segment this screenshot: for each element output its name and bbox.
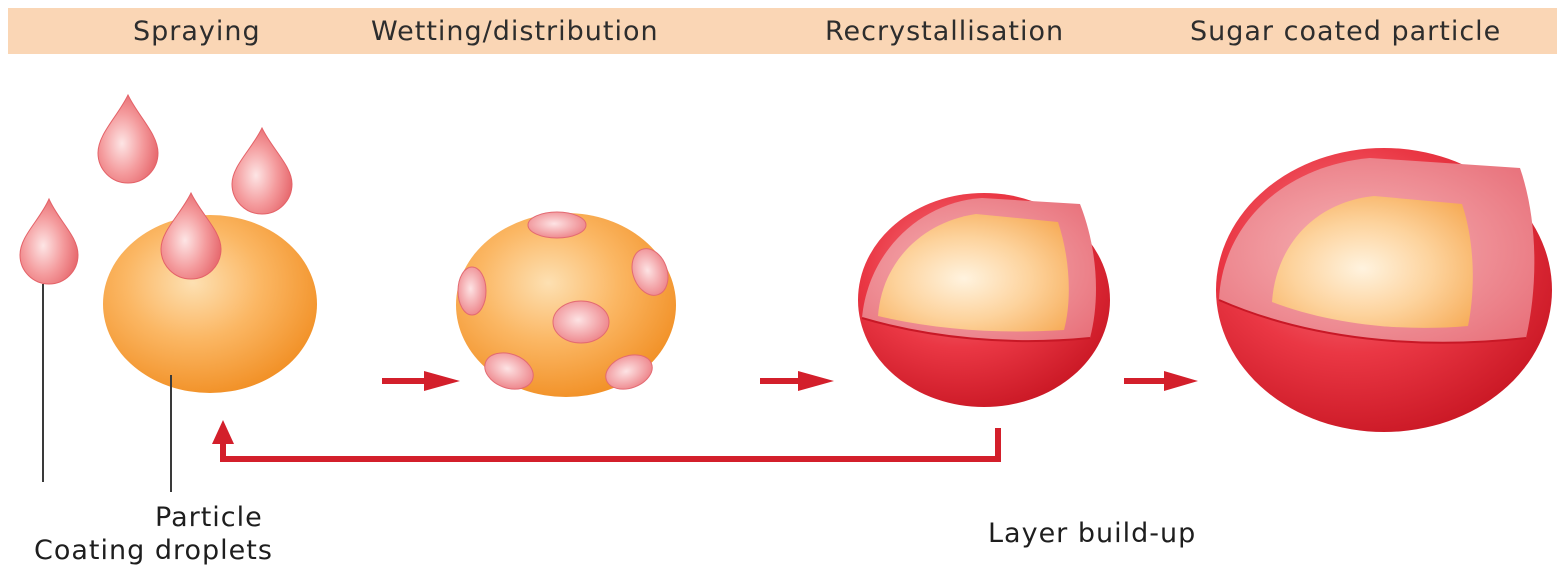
coating-droplet (161, 193, 221, 279)
recrystallised-particle (858, 193, 1110, 407)
layer-build-up-arrow (223, 428, 998, 459)
coating-droplet (20, 199, 78, 284)
layer-build-up-arrowhead (212, 420, 234, 444)
coating-droplets-label: Coating droplets (34, 534, 273, 568)
stage-arrow (382, 371, 460, 391)
coating-droplet (98, 95, 158, 183)
coating-spot (528, 212, 586, 238)
layer-build-up-label: Layer build-up (988, 517, 1196, 551)
coating-droplet (232, 128, 292, 214)
coating-spot (553, 301, 609, 343)
coating-spot (458, 267, 486, 315)
particle-label: Particle (155, 501, 263, 535)
stage-arrow (1124, 371, 1198, 391)
stage-arrow (760, 371, 834, 391)
sugar-coated-particle (1216, 148, 1552, 432)
